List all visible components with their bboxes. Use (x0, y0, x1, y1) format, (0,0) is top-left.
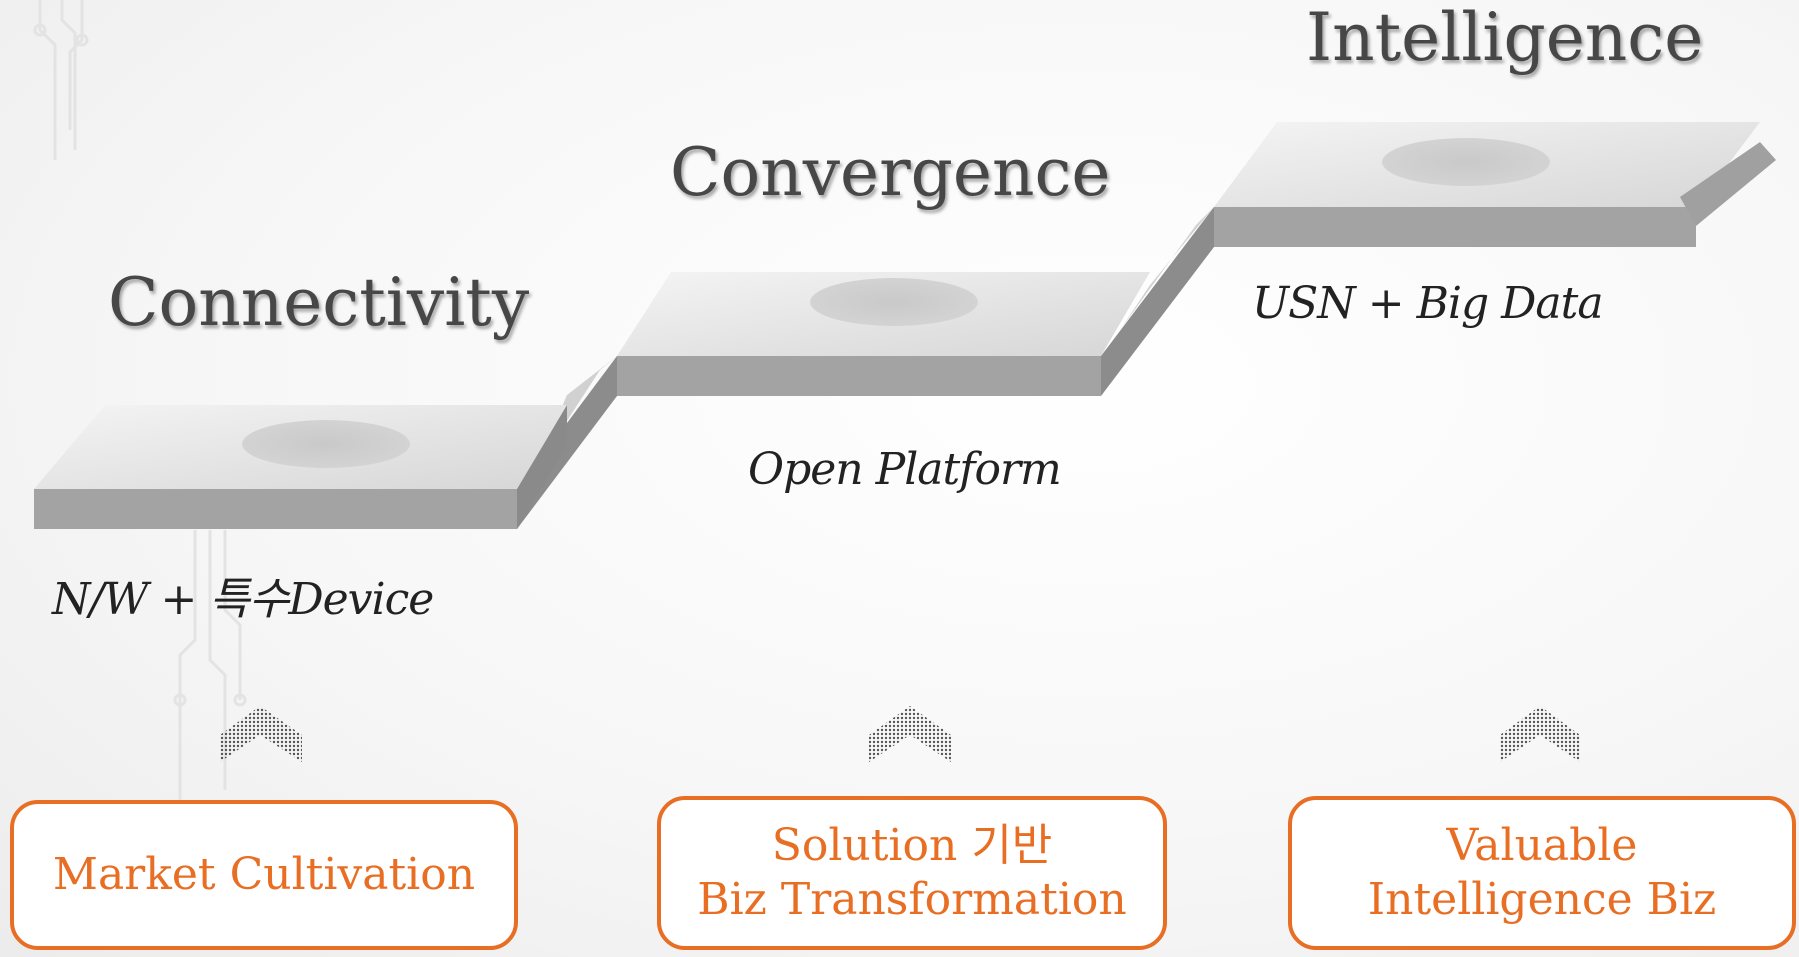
outcome-line: Solution 기반 (771, 820, 1053, 872)
connector-ramp-2-face (1120, 207, 1214, 330)
connector-ramp-2 (1101, 207, 1214, 396)
chevron-up-dotted-icon (1500, 706, 1580, 762)
tech-label-connectivity: N/W + 특수Device (52, 574, 434, 625)
platform-connectivity (34, 405, 567, 529)
outcome-box-biz-transformation: Solution 기반 Biz Transformation (657, 796, 1167, 950)
outcome-line: Market Cultivation (52, 849, 476, 901)
platform-exit-ramp (1680, 142, 1776, 226)
outcome-line: Intelligence Biz (1367, 874, 1717, 925)
chevron-up-dotted-icon (869, 706, 951, 762)
platform-intelligence (1214, 122, 1776, 247)
outcome-box-market-cultivation: Market Cultivation (10, 800, 518, 950)
platform-convergence (617, 272, 1150, 396)
tech-label-convergence: Open Platform (748, 444, 1062, 495)
outcome-line: Biz Transformation (697, 874, 1127, 925)
circuit-trace-icon (33, 0, 247, 800)
stage-title-connectivity: Connectivity (108, 264, 530, 341)
outcome-line: Valuable (1446, 820, 1638, 872)
outcome-box-intelligence-biz: Valuable Intelligence Biz (1288, 796, 1796, 950)
chevron-up-dotted-icon (220, 706, 302, 762)
stage-title-convergence: Convergence (670, 134, 1111, 211)
stage-title-intelligence: Intelligence (1306, 0, 1704, 76)
tech-label-intelligence: USN + Big Data (1252, 278, 1604, 329)
